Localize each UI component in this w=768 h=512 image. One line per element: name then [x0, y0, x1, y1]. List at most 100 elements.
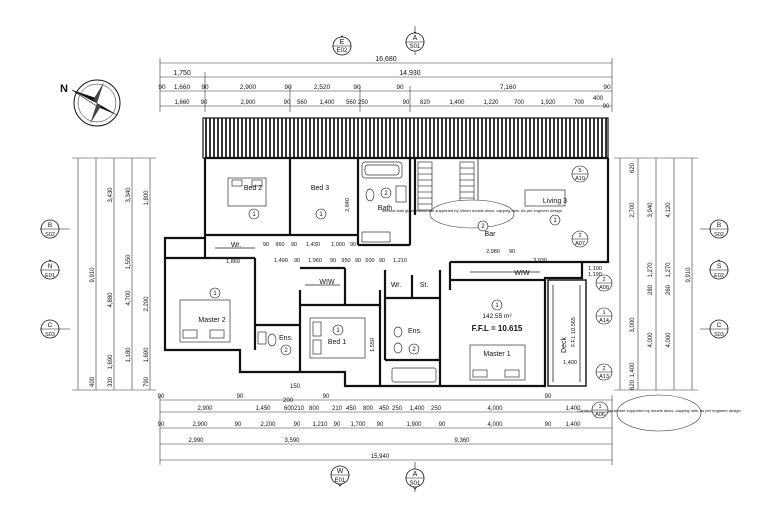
dim: 90: [353, 84, 361, 91]
svg-text:210: 210: [294, 406, 305, 412]
section-marker-w-bottom: W E01: [330, 465, 350, 487]
svg-text:2: 2: [412, 347, 416, 353]
svg-text:1,180: 1,180: [126, 347, 132, 363]
dim: 90: [284, 84, 292, 91]
svg-text:2: 2: [284, 348, 288, 354]
room-label-master1: Master 1: [483, 351, 510, 358]
svg-text:90: 90: [334, 422, 341, 428]
svg-text:90: 90: [323, 394, 330, 400]
svg-text:9,910: 9,910: [90, 267, 96, 283]
svg-text:4,000: 4,000: [487, 422, 503, 428]
svg-text:1: 1: [252, 212, 256, 218]
svg-text:E01: E01: [335, 478, 346, 484]
svg-text:90: 90: [294, 258, 300, 264]
svg-text:C: C: [48, 322, 53, 329]
svg-text:3,000: 3,000: [630, 317, 636, 333]
room-label-bed1: Bed 1: [328, 339, 346, 346]
svg-text:1,490: 1,490: [274, 258, 288, 264]
svg-text:620: 620: [630, 379, 636, 390]
dim: 1,220: [483, 100, 499, 106]
svg-text:2: 2: [602, 366, 605, 372]
svg-text:250: 250: [431, 406, 442, 412]
svg-text:2: 2: [481, 224, 485, 230]
svg-text:5: 5: [578, 168, 581, 174]
svg-text:1,400: 1,400: [563, 360, 577, 366]
right-dimension-lines: 620 2,700 3,940 4,120 1,270 1,270 280 26…: [614, 157, 698, 391]
svg-text:2: 2: [384, 191, 388, 197]
svg-text:90: 90: [439, 422, 446, 428]
svg-text:1: 1: [336, 328, 340, 334]
svg-text:1,210: 1,210: [312, 422, 328, 428]
dim-overall-top: 16,680: [375, 56, 397, 63]
svg-text:1,550: 1,550: [370, 338, 376, 352]
dim: 700: [574, 100, 585, 106]
svg-text:2: 2: [578, 233, 581, 239]
svg-text:90: 90: [379, 258, 385, 264]
svg-text:90: 90: [545, 394, 552, 400]
dim: 2,520: [314, 84, 331, 91]
svg-text:1: 1: [598, 404, 601, 410]
marker-sheet: E02: [337, 48, 348, 54]
section-marker-e-top: E E02: [332, 35, 352, 56]
svg-text:S: S: [717, 263, 722, 270]
svg-text:S02: S02: [45, 232, 55, 238]
top-dimension-lines: 16,680 1,750 14,930 90 1,660 90 2,900 90…: [158, 56, 613, 112]
svg-text:1,190: 1,190: [588, 272, 602, 278]
svg-text:90: 90: [235, 422, 242, 428]
svg-text:1: 1: [213, 291, 217, 297]
svg-text:1,100: 1,100: [588, 266, 602, 272]
svg-text:260: 260: [666, 284, 672, 295]
svg-text:E02: E02: [714, 273, 724, 279]
svg-text:1,860: 1,860: [226, 259, 240, 265]
svg-text:1,400: 1,400: [565, 406, 581, 412]
dim: 90: [158, 84, 166, 91]
svg-text:90: 90: [355, 258, 361, 264]
deck-ffl: F.F.L 10.565: [571, 317, 577, 347]
svg-text:2,990: 2,990: [188, 438, 204, 444]
marker-sheet: S01: [410, 44, 421, 50]
svg-text:790: 790: [144, 376, 150, 387]
svg-text:90: 90: [350, 242, 356, 248]
svg-text:S03: S03: [45, 332, 55, 338]
dim: 2,900: [240, 84, 257, 91]
svg-text:S03: S03: [714, 332, 724, 338]
room-label-bath: Bath: [378, 205, 393, 212]
dim: 90: [284, 100, 291, 106]
svg-text:N: N: [48, 263, 53, 270]
dim: 90: [603, 84, 611, 91]
svg-text:4,120: 4,120: [666, 202, 672, 218]
svg-text:90: 90: [545, 422, 552, 428]
svg-text:B: B: [48, 222, 52, 229]
svg-text:A07: A07: [575, 241, 585, 247]
dim: 2,900: [240, 100, 256, 106]
svg-text:3,430: 3,430: [108, 187, 114, 203]
svg-text:A13: A13: [599, 374, 609, 380]
svg-text:9,910: 9,910: [686, 267, 692, 283]
room-label-st: St.: [420, 282, 429, 289]
room-label-wr1: Wr.: [231, 242, 241, 249]
svg-text:2,700: 2,700: [630, 202, 636, 218]
section-marker-a-bottom: A S01: [405, 462, 425, 492]
room-label-bar: Bar: [485, 231, 497, 238]
svg-text:1,900: 1,900: [406, 422, 422, 428]
north-arrow: N: [60, 79, 121, 127]
svg-text:90: 90: [158, 422, 165, 428]
dim: 560: [297, 100, 308, 106]
svg-text:S02: S02: [714, 232, 724, 238]
svg-text:90: 90: [377, 422, 384, 428]
dim: 7,160: [500, 84, 517, 91]
north-label: N: [60, 83, 68, 95]
section-marker-a-top: A S01: [405, 26, 425, 55]
svg-text:90: 90: [291, 242, 297, 248]
interior-dimensions: 1,860 90 960 90 1,430 1,000 90 1,490 90 …: [210, 198, 602, 366]
stair-note: Internal stair glass balustrade supporte…: [382, 208, 562, 213]
svg-text:90: 90: [509, 249, 515, 255]
svg-text:1,210: 1,210: [393, 258, 407, 264]
room-label-wiw2: WIW: [514, 270, 530, 277]
svg-text:S01: S01: [410, 481, 421, 487]
room-label-master2: Master 2: [198, 317, 225, 324]
room-tags: 1 1 2 1 1 2 2 1 1 2: [209, 187, 561, 356]
svg-text:1,000: 1,000: [331, 242, 345, 248]
